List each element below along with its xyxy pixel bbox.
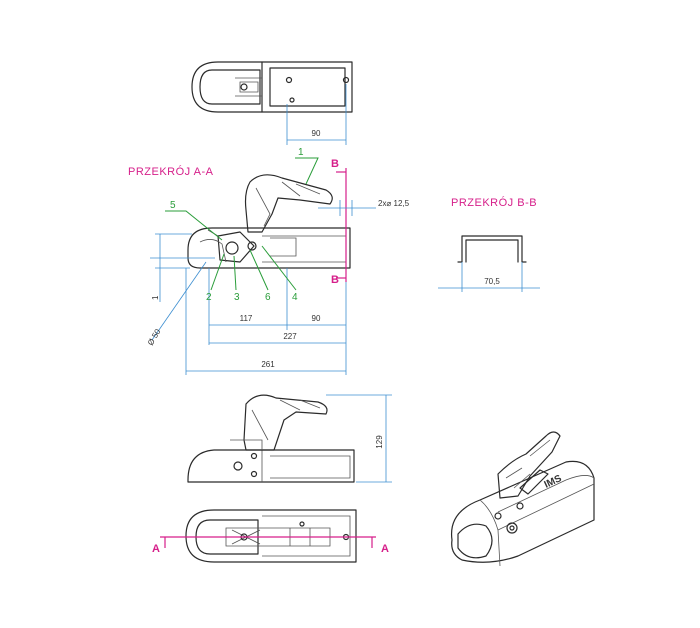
dim-top-90: 90 [312, 129, 321, 138]
dim-70-5: 70,5 [484, 277, 500, 286]
callout-2: 2 [206, 292, 212, 303]
dim-117: 117 [240, 314, 253, 323]
dim-261: 261 [261, 360, 275, 369]
dim-ball-diameter: Ø 50 [146, 327, 163, 347]
section-b-b-title: PRZEKRÓJ B-B [451, 196, 537, 209]
section-a-a-title: PRZEKRÓJ A-A [128, 165, 214, 178]
section-marker-b-top: B [331, 158, 339, 170]
callout-5: 5 [170, 200, 176, 211]
section-b-b-view: PRZEKRÓJ B-B 70,5 [438, 196, 540, 292]
dim-227: 227 [283, 332, 297, 341]
section-a-a-view: PRZEKRÓJ A-A B B 2x⌀ 12,5 1 Ø 50 [128, 147, 410, 375]
isometric-view: IMS [450, 431, 595, 567]
dim-hole-diameter: 2x⌀ 12,5 [378, 199, 410, 208]
dim-height-129: 129 [375, 435, 384, 449]
dim-90: 90 [312, 314, 321, 323]
section-marker-a-left: A [152, 543, 160, 555]
callout-6: 6 [265, 292, 271, 303]
bottom-view: A A [152, 509, 389, 563]
section-marker-a-right: A [381, 543, 389, 555]
callout-1: 1 [298, 147, 304, 158]
callout-4: 4 [292, 292, 298, 303]
dim-vertical-small: 1 [151, 295, 160, 300]
callout-3: 3 [234, 292, 240, 303]
top-view: 90 [191, 61, 353, 145]
section-marker-b-bottom: B [331, 274, 339, 286]
side-view: 129 [187, 394, 392, 483]
